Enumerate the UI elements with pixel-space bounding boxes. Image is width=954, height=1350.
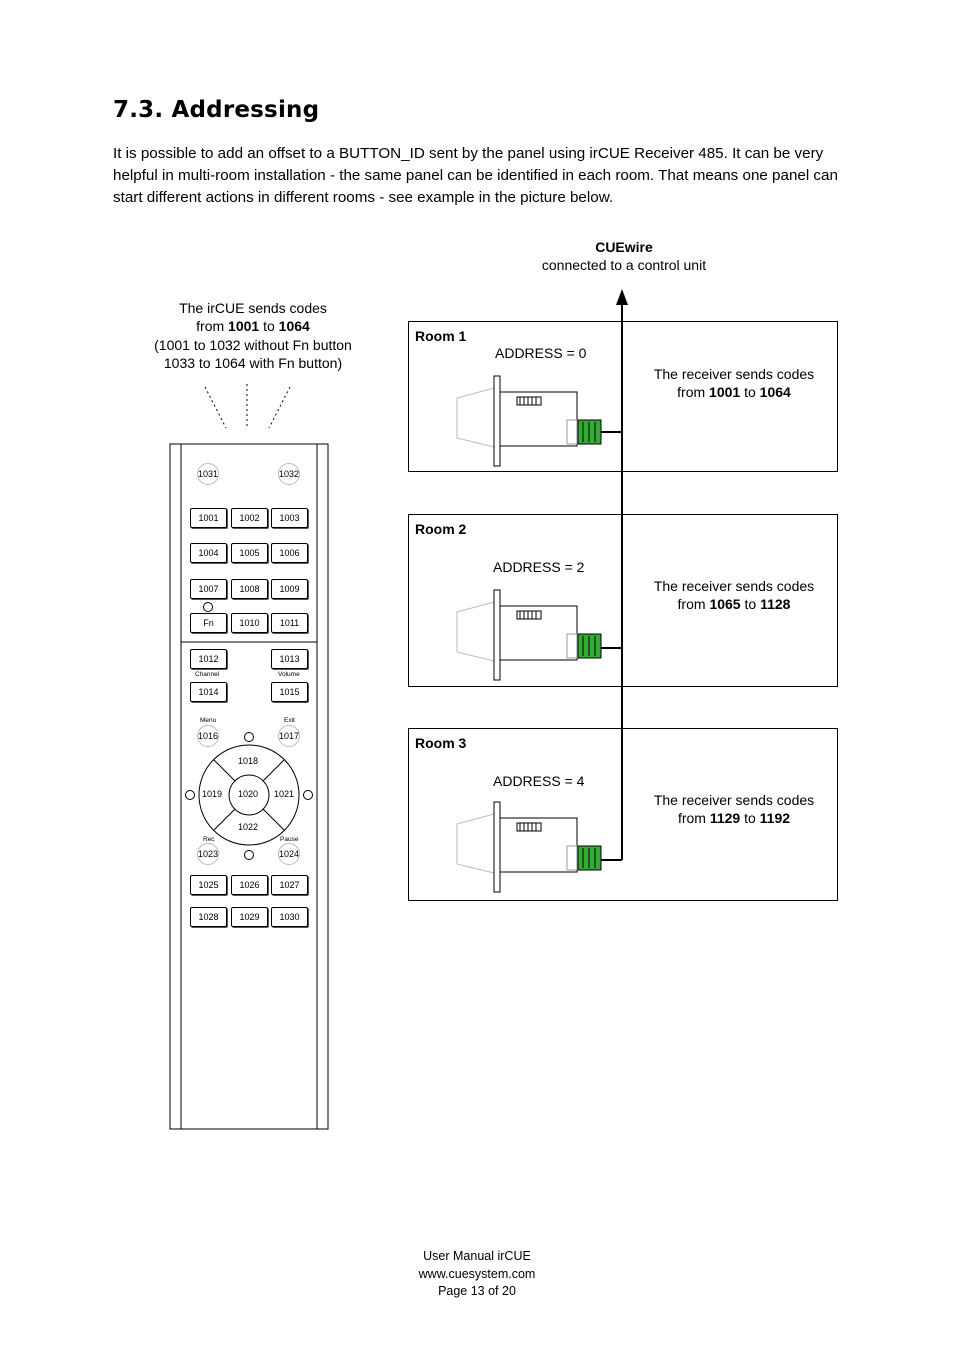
rec-label: Rec (203, 836, 215, 843)
button-1025[interactable]: 1025 (190, 875, 227, 895)
button-1007[interactable]: 1007 (190, 579, 227, 599)
ircue-codes-label: The irCUE sends codes from 1001 to 1064 … (123, 299, 383, 372)
room-1-range: from 1001 to 1064 (639, 383, 829, 401)
button-1004[interactable]: 1004 (190, 543, 227, 563)
receiver-3-icon (456, 801, 602, 893)
button-1012[interactable]: 1012 (190, 649, 227, 669)
room-1-from: from (677, 384, 710, 400)
button-1016[interactable]: 1016 (197, 725, 219, 747)
room-3-start: 1129 (709, 810, 741, 826)
receiver-1-icon (456, 375, 602, 467)
dpad-center-1020[interactable]: 1020 (238, 789, 259, 799)
footer-website: www.cuesystem.com (418, 1266, 536, 1281)
room-2-sends: The receiver sends codes from 1065 to 11… (639, 577, 829, 613)
room-3-title: Room 3 (415, 735, 467, 751)
ircue-to: to (259, 318, 279, 335)
section-heading: 7.3. Addressing (113, 97, 320, 123)
room-1-start: 1001 (709, 384, 741, 400)
room-2-end: 1128 (760, 596, 791, 612)
room-2-address: ADDRESS = 2 (493, 559, 585, 575)
exit-label: Exit (284, 717, 295, 724)
room-3-end: 1192 (759, 810, 791, 826)
button-1005[interactable]: 1005 (231, 543, 268, 563)
button-1017[interactable]: 1017 (278, 725, 300, 747)
button-1002[interactable]: 1002 (231, 508, 268, 528)
room-3-range: from 1129 to 1192 (639, 809, 829, 827)
button-1003[interactable]: 1003 (271, 508, 308, 528)
ir-ray-left (204, 386, 227, 429)
footer-title: User Manual irCUE (423, 1249, 531, 1263)
button-1013[interactable]: 1013 (271, 649, 308, 669)
center-top-led (244, 732, 254, 742)
room-3-to: to (740, 810, 760, 826)
room-2-start: 1065 (709, 596, 741, 612)
button-1009[interactable]: 1009 (271, 579, 308, 599)
dpad-right-1021[interactable]: 1021 (274, 789, 295, 799)
button-1014[interactable]: 1014 (190, 682, 227, 702)
dpad-center-ring (228, 774, 270, 816)
receiver-2-icon (456, 589, 602, 681)
left-led (185, 790, 195, 800)
menu-label: Menu (200, 717, 217, 724)
dpad-up-1018[interactable]: 1018 (238, 756, 259, 766)
ircue-start: 1001 (228, 318, 260, 335)
dpad-down-1022[interactable]: 1022 (238, 822, 259, 832)
button-1024[interactable]: 1024 (278, 843, 300, 865)
cuewire-subtitle: connected to a control unit (541, 257, 707, 274)
button-1029[interactable]: 1029 (231, 907, 268, 927)
button-1026[interactable]: 1026 (231, 875, 268, 895)
volume-label: Volume (278, 671, 300, 678)
room-3-sends-line: The receiver sends codes (653, 792, 815, 808)
button-1006[interactable]: 1006 (271, 543, 308, 563)
pause-label: Pause (280, 836, 299, 843)
ir-ray-right (268, 386, 291, 429)
room-2-range: from 1065 to 1128 (639, 595, 829, 613)
button-1032[interactable]: 1032 (278, 463, 300, 485)
room-3-from: from (677, 810, 710, 826)
room-1-title: Room 1 (415, 328, 467, 344)
room-1-end: 1064 (759, 384, 791, 400)
channel-label: Channel (195, 671, 220, 678)
room-3-sends: The receiver sends codes from 1129 to 11… (639, 791, 829, 827)
button-1023[interactable]: 1023 (197, 843, 219, 865)
fn-led (203, 602, 213, 612)
ircue-from: from (196, 318, 229, 335)
room-3-address: ADDRESS = 4 (493, 773, 585, 789)
ircue-line1: The irCUE sends codes (179, 300, 327, 316)
room-2-sends-line: The receiver sends codes (653, 578, 815, 594)
button-1001[interactable]: 1001 (190, 508, 227, 528)
page-footer: User Manual irCUE www.cuesystem.com Page… (377, 1248, 577, 1301)
button-1031[interactable]: 1031 (197, 463, 219, 485)
button-1011[interactable]: 1011 (271, 613, 308, 633)
room-1-sends-line: The receiver sends codes (653, 366, 815, 382)
button-1008[interactable]: 1008 (231, 579, 268, 599)
center-bottom-led (244, 850, 254, 860)
button-1015[interactable]: 1015 (271, 682, 308, 702)
room-1-to: to (740, 384, 760, 400)
footer-page-number: Page 13 of 20 (438, 1284, 516, 1298)
button-1010[interactable]: 1010 (231, 613, 268, 633)
button-fn[interactable]: Fn (190, 613, 227, 633)
right-led (303, 790, 313, 800)
room-1-sends: The receiver sends codes from 1001 to 10… (639, 365, 829, 401)
room-2-title: Room 2 (415, 521, 467, 537)
dpad-left-1019[interactable]: 1019 (202, 789, 223, 799)
ircue-line2: from 1001 to 1064 (123, 317, 383, 335)
cuewire-arrow (616, 289, 628, 305)
button-1028[interactable]: 1028 (190, 907, 227, 927)
intro-paragraph: It is possible to add an offset to a BUT… (113, 145, 838, 206)
button-1030[interactable]: 1030 (271, 907, 308, 927)
room-2-from: from (677, 596, 710, 612)
cuewire-title: CUEwire (595, 239, 653, 255)
ircue-line4: 1033 to 1064 with Fn button) (163, 354, 343, 371)
ircue-line3: (1001 to 1032 without Fn button (154, 336, 352, 353)
room-1-address: ADDRESS = 0 (495, 345, 587, 361)
room-2-to: to (740, 596, 761, 612)
button-1027[interactable]: 1027 (271, 875, 308, 895)
ircue-end: 1064 (278, 318, 310, 335)
cuewire-label: CUEwire connected to a control unit (484, 238, 764, 275)
